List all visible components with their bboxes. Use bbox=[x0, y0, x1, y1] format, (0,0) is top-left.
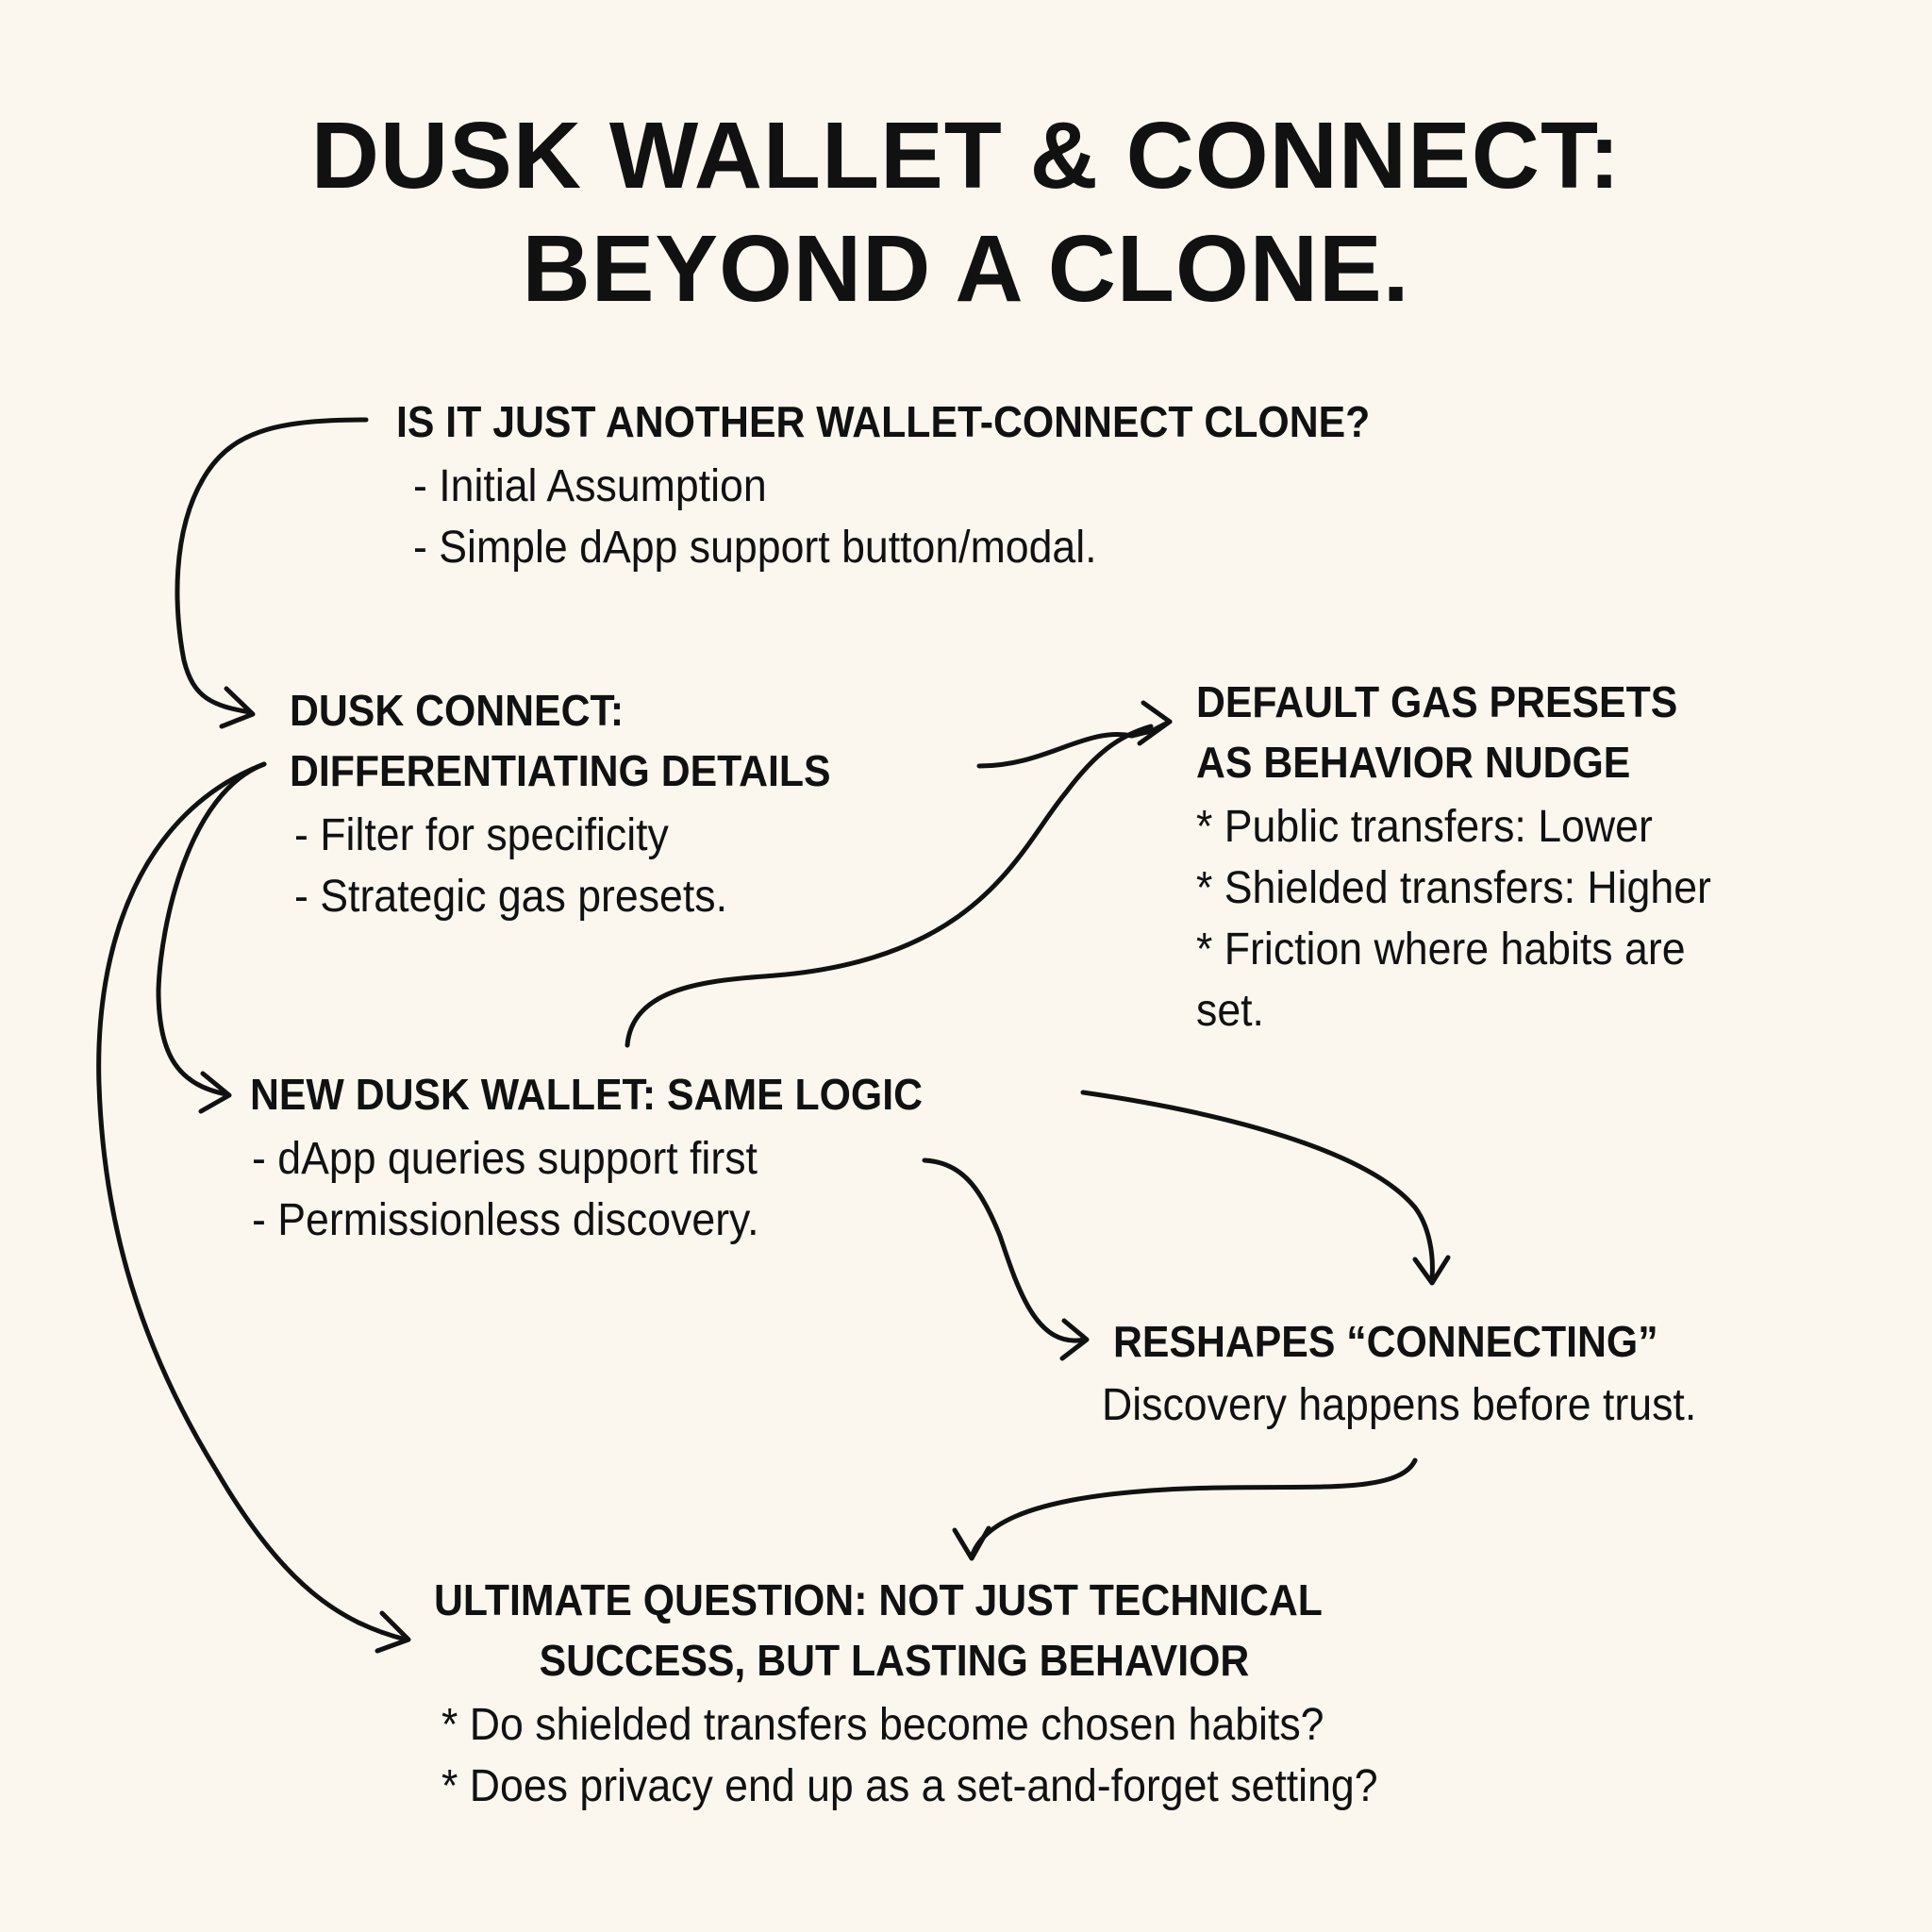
node-question-heading: IS IT JUST ANOTHER WALLET-CONNECT CLONE? bbox=[396, 397, 1371, 446]
page-title: DUSK WALLET & CONNECT: BEYOND A CLONE. bbox=[0, 99, 1932, 325]
node-dusk-connect-item: - Strategic gas presets. bbox=[294, 872, 727, 922]
arrowhead-wallet-to-reshapes bbox=[1412, 1255, 1451, 1286]
arrowhead-question-to-connect bbox=[219, 686, 256, 729]
node-dusk-connect: DUSK CONNECT: DIFFERENTIATING DETAILS - … bbox=[290, 680, 872, 927]
arrowhead-connect-to-wallet bbox=[198, 1071, 232, 1114]
node-gas-presets-item: * Friction where habits are bbox=[1196, 924, 1686, 974]
node-gas-presets-heading-line-1: DEFAULT GAS PRESETS bbox=[1196, 677, 1678, 726]
node-gas-presets-heading-line-2: AS BEHAVIOR NUDGE bbox=[1196, 738, 1631, 787]
arrow-wallet-to-reshapes bbox=[1080, 1090, 1435, 1281]
node-gas-presets: DEFAULT GAS PRESETS AS BEHAVIOR NUDGE * … bbox=[1196, 672, 1750, 1041]
node-gas-presets-item: * Shielded transfers: Higher bbox=[1196, 863, 1711, 913]
node-new-wallet-item: - dApp queries support first bbox=[252, 1134, 758, 1184]
node-ultimate-heading: ULTIMATE QUESTION: NOT JUST TECHNICAL SU… bbox=[434, 1570, 1377, 1690]
arrow-wallet-to-gas bbox=[625, 724, 1154, 1048]
node-ultimate-item: * Does privacy end up as a set-and-forge… bbox=[441, 1761, 1378, 1811]
node-ultimate-list: * Do shielded transfers become chosen ha… bbox=[441, 1694, 1448, 1817]
arrow-wallet-items-to-reshapes bbox=[922, 1158, 1088, 1343]
node-ultimate-heading-line-2: SUCCESS, BUT LASTING BEHAVIOR bbox=[539, 1636, 1250, 1685]
arrow-question-to-connect bbox=[175, 417, 369, 715]
node-new-wallet-item: - Permissionless discovery. bbox=[252, 1195, 759, 1245]
title-line-1: DUSK WALLET & CONNECT: bbox=[310, 103, 1622, 208]
node-gas-presets-item: * Public transfers: Lower bbox=[1196, 802, 1653, 852]
arrow-connect-to-ultimate bbox=[96, 761, 408, 1642]
node-question: IS IT JUST ANOTHER WALLET-CONNECT CLONE?… bbox=[396, 391, 1443, 578]
node-dusk-connect-list: - Filter for specificity - Strategic gas… bbox=[294, 805, 872, 927]
arrow-connect-to-wallet bbox=[156, 761, 267, 1097]
node-new-wallet-heading: NEW DUSK WALLET: SAME LOGIC bbox=[250, 1070, 923, 1119]
node-ultimate-item: * Do shielded transfers become chosen ha… bbox=[441, 1700, 1324, 1750]
node-gas-presets-heading: DEFAULT GAS PRESETS AS BEHAVIOR NUDGE bbox=[1196, 672, 1711, 792]
node-reshapes-subtitle: Discovery happens before trust. bbox=[1102, 1380, 1697, 1430]
node-reshapes-heading: RESHAPES “CONNECTING” bbox=[1113, 1317, 1658, 1366]
arrowhead-connect-to-gas bbox=[1137, 700, 1173, 746]
node-ultimate-heading-line-1: ULTIMATE QUESTION: NOT JUST TECHNICAL bbox=[434, 1575, 1323, 1624]
node-new-wallet: NEW DUSK WALLET: SAME LOGIC - dApp queri… bbox=[250, 1064, 974, 1251]
node-reshapes: RESHAPES “CONNECTING” Discovery happens … bbox=[1102, 1311, 1741, 1436]
arrowhead-reshapes-to-ultimate bbox=[952, 1525, 991, 1561]
node-dusk-connect-heading: DUSK CONNECT: DIFFERENTIATING DETAILS bbox=[290, 680, 831, 801]
node-new-wallet-list: - dApp queries support first - Permissio… bbox=[252, 1128, 974, 1251]
title-line-2: BEYOND A CLONE. bbox=[522, 216, 1410, 322]
node-dusk-connect-item: - Filter for specificity bbox=[294, 810, 669, 860]
arrow-reshapes-to-ultimate bbox=[969, 1457, 1418, 1559]
arrowhead-wallet-items-to-reshapes bbox=[1059, 1318, 1090, 1361]
node-question-item: - Initial Assumption bbox=[413, 461, 767, 511]
arrowhead-connect-to-ultimate bbox=[375, 1610, 411, 1654]
node-ultimate: ULTIMATE QUESTION: NOT JUST TECHNICAL SU… bbox=[434, 1570, 1448, 1817]
arrow-connect-to-gas bbox=[976, 719, 1173, 769]
node-question-item: - Simple dApp support button/modal. bbox=[413, 523, 1097, 573]
node-dusk-connect-heading-line-1: DUSK CONNECT: bbox=[290, 686, 625, 735]
node-gas-presets-list: * Public transfers: Lower * Shielded tra… bbox=[1196, 796, 1750, 1041]
node-dusk-connect-heading-line-2: DIFFERENTIATING DETAILS bbox=[290, 746, 831, 795]
node-question-list: - Initial Assumption - Simple dApp suppo… bbox=[413, 456, 1443, 578]
node-gas-presets-item: set. bbox=[1196, 986, 1264, 1036]
